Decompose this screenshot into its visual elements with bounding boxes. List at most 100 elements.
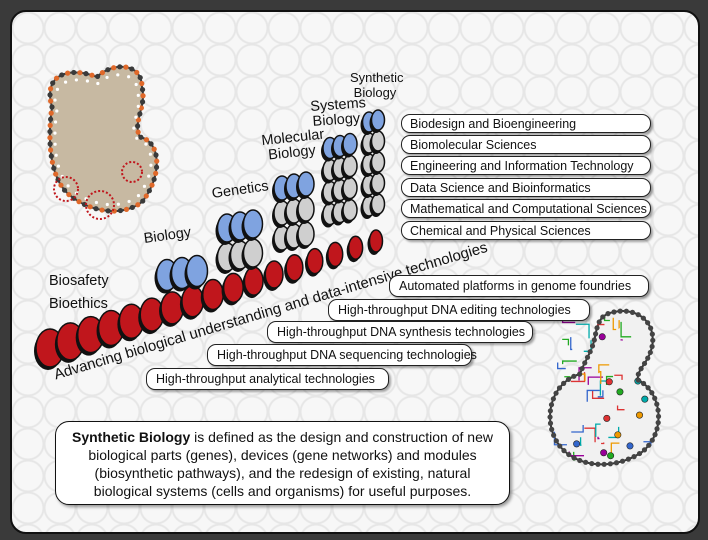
wall-bead (601, 461, 607, 467)
stage-label-synthetic-biology: Synthetic Biology (350, 70, 404, 100)
wall-bead (53, 131, 57, 135)
wall-bead (134, 115, 138, 119)
wall-bead (635, 377, 641, 383)
gray-stack-disc (296, 196, 315, 224)
wall-bead (144, 142, 148, 146)
wall-bead (134, 69, 140, 76)
wall-bead (48, 153, 54, 159)
wall-bead (135, 117, 142, 123)
wall-bead (652, 432, 658, 438)
wall-bead (137, 74, 143, 81)
wall-bead (116, 73, 120, 77)
wall-bead (550, 396, 556, 402)
wall-bead (611, 309, 617, 315)
tech-box-dna-synthesis: High-throughput DNA synthesis technologi… (267, 321, 533, 343)
wall-bead (649, 437, 655, 443)
wall-bead (153, 152, 159, 158)
wall-bead (99, 70, 106, 76)
synthetic-cell-illustration (547, 308, 662, 467)
wall-bead (137, 111, 143, 117)
network-edge (599, 371, 602, 384)
wall-bead (48, 110, 54, 116)
definition-term: Synthetic Biology (72, 429, 191, 445)
wall-bead (649, 390, 655, 396)
wall-bead (151, 176, 157, 182)
wall-bead (556, 385, 563, 391)
network-node (603, 414, 611, 422)
wall-bead (53, 142, 57, 146)
wall-bead (117, 207, 124, 214)
wall-bead (647, 349, 653, 356)
wall-bead (577, 371, 583, 377)
gray-stack-disc (341, 176, 358, 202)
wall-bead (132, 126, 136, 130)
network-edge (614, 374, 623, 380)
gray-stack-disc (341, 154, 358, 180)
wall-bead (89, 72, 95, 78)
wall-bead (587, 349, 593, 355)
wall-bead (151, 146, 157, 152)
wall-bead (589, 343, 596, 349)
wall-bead (557, 443, 563, 449)
figure-art (34, 64, 662, 467)
wall-bead (635, 312, 641, 318)
wall-bead (93, 206, 99, 212)
wall-bead (649, 331, 655, 337)
red-base-disc (304, 247, 324, 277)
wall-bead (566, 451, 572, 458)
wall-bead (619, 458, 626, 464)
wall-bead (553, 390, 559, 396)
wall-bead (87, 204, 93, 210)
red-base-disc (200, 278, 224, 313)
wall-bead (47, 86, 54, 92)
wall-bead (99, 207, 105, 213)
wall-bead (655, 407, 661, 413)
wall-bead (625, 456, 631, 462)
wall-bead (640, 315, 646, 321)
wall-bead (631, 454, 637, 460)
wall-bead (76, 199, 82, 205)
wall-bead (53, 98, 57, 102)
wall-bead (582, 360, 588, 366)
wall-bead (129, 66, 135, 72)
blue-top-disc (296, 171, 315, 199)
wall-bead (613, 460, 620, 466)
wall-bead (592, 331, 599, 337)
gray-stack-disc (241, 238, 264, 270)
red-base-disc (263, 260, 284, 291)
wall-bead (594, 325, 600, 331)
discipline-box-biodesign: Biodesign and Bioengineering (401, 114, 651, 133)
network-edge (557, 362, 566, 370)
wall-bead (140, 198, 146, 204)
wall-bead (149, 182, 155, 188)
wall-bead (641, 447, 648, 453)
wall-bead (623, 308, 629, 314)
tech-box-dna-sequencing: High-throughput DNA sequencing technolog… (207, 344, 477, 366)
gray-stack-disc (369, 193, 386, 217)
wall-bead (94, 73, 101, 80)
network-node (598, 333, 606, 341)
wall-bead (146, 188, 152, 194)
wall-bead (63, 80, 68, 84)
wall-bead (638, 366, 644, 372)
wall-bead (135, 202, 141, 208)
wall-bead (565, 376, 572, 383)
wall-bead (600, 314, 606, 320)
network-edge (571, 424, 584, 433)
natural-cell-illustration (47, 64, 160, 220)
wall-bead (74, 78, 78, 82)
wall-bead (139, 86, 146, 93)
gray-stack-disc (369, 151, 386, 175)
network-edge (612, 317, 617, 331)
wall-bead (61, 187, 68, 193)
wall-bead (648, 325, 654, 331)
wall-bead (127, 199, 131, 204)
wall-bead (636, 450, 643, 457)
stage-label-molecular-biology: Molecular Biology (260, 126, 325, 164)
wall-bead (577, 457, 583, 464)
network-edge (579, 437, 582, 446)
wall-bead (48, 98, 54, 104)
network-edge (575, 323, 590, 339)
wall-bead (47, 128, 53, 135)
wall-bead (135, 129, 141, 135)
